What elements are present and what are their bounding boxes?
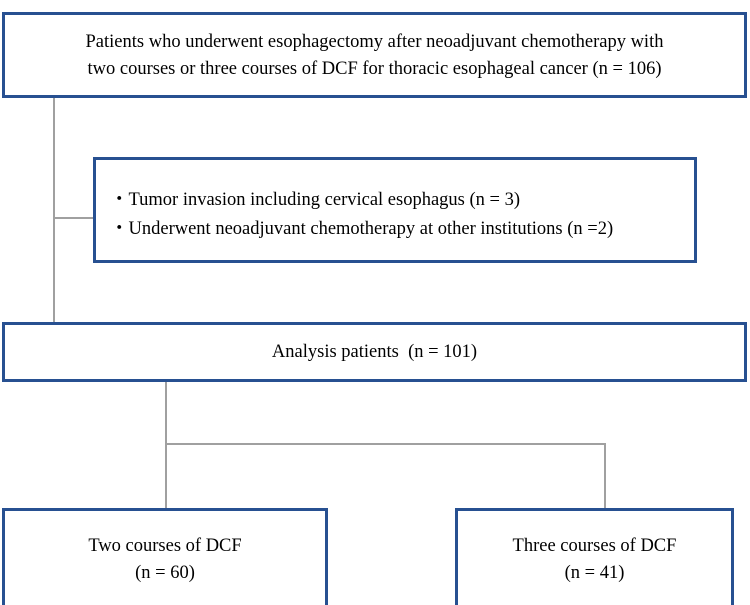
exclusion-item-2: ・Underwent neoadjuvant chemotherapy at o… [110,218,614,239]
node-analysis-population: Analysis patients (n = 101) [2,322,747,382]
node-exclusions: ・Tumor invasion including cervical esoph… [93,157,697,263]
three-courses-line-2: (n = 41) [564,562,625,583]
connector-split-bar [165,443,606,445]
connector-to-two-courses [165,443,167,509]
connector-to-exclusions [53,217,94,219]
node-enrolled-cohort: Patients who underwent esophagectomy aft… [2,12,747,98]
connector-analysis-split-stem [165,382,167,444]
cohort-line-2: two courses or three courses of DCF for … [87,58,662,79]
two-courses-line-2: (n = 60) [135,562,195,583]
connector-to-three-courses [604,443,606,509]
node-three-courses-arm: Three courses of DCF (n = 41) [455,508,734,605]
three-courses-line-1: Three courses of DCF [512,536,677,556]
cohort-line-1: Patients who underwent esophagectomy aft… [85,32,664,52]
connector-cohort-to-analysis [53,98,55,323]
exclusion-item-1: ・Tumor invasion including cervical esoph… [110,190,521,210]
analysis-label: Analysis patients (n = 101) [271,341,478,362]
two-courses-line-1: Two courses of DCF [88,536,242,556]
node-two-courses-arm: Two courses of DCF (n = 60) [2,508,328,605]
